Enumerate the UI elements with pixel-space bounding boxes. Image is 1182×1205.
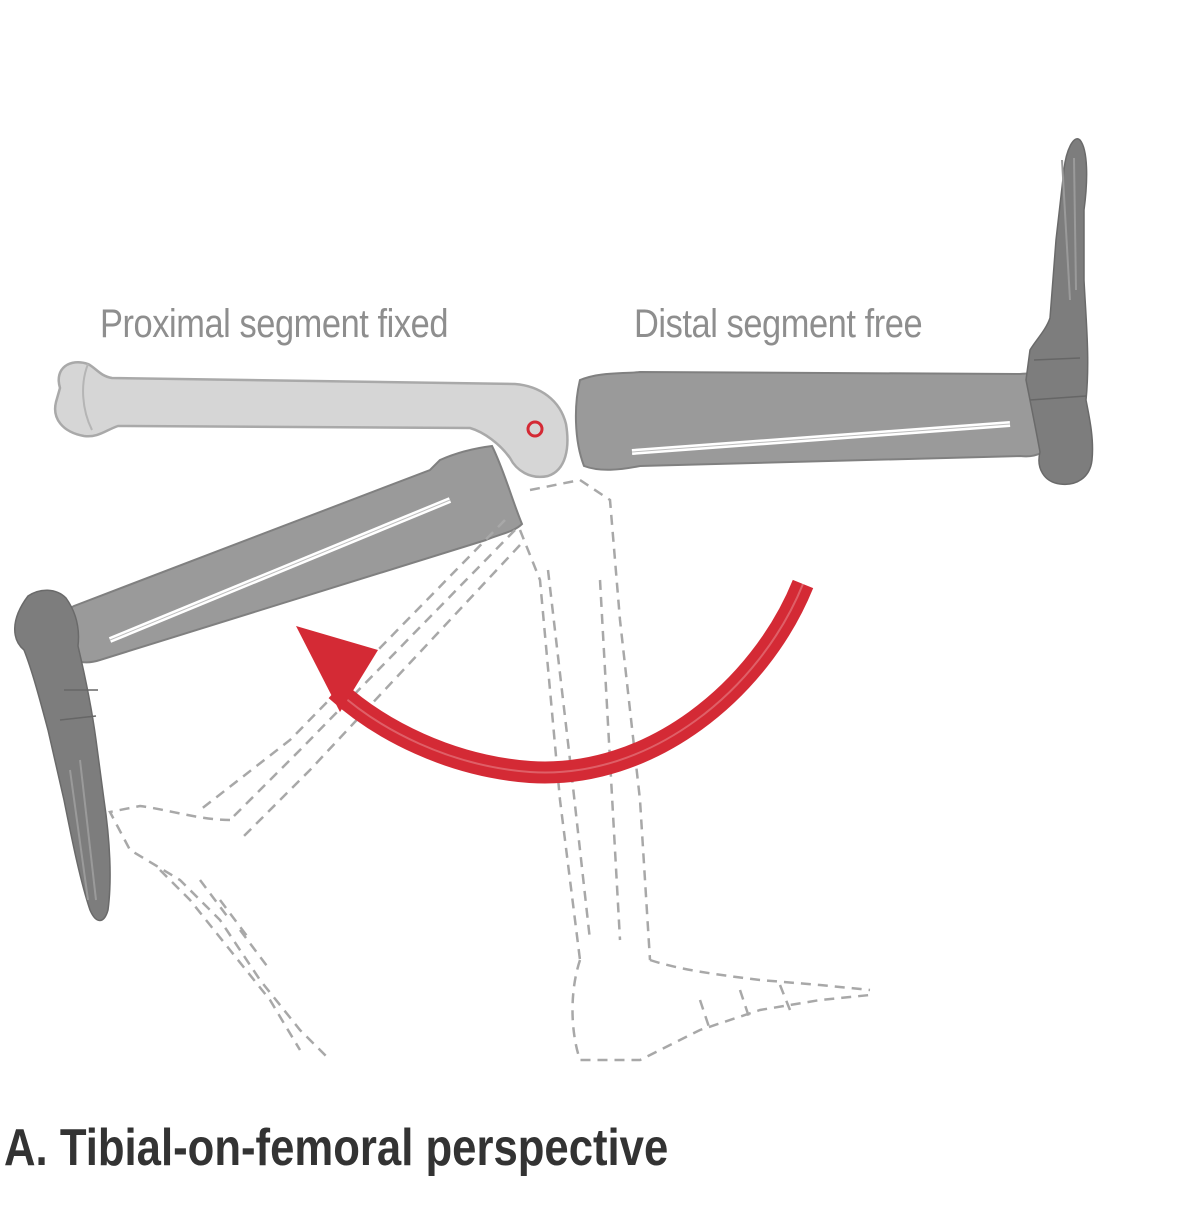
femur [53,361,569,479]
dashed-leg-right [518,478,871,1062]
tibia-extended [574,370,1054,471]
foot-extended [1025,137,1094,486]
foot-flexed [14,589,111,922]
proximal-segment-label: Proximal segment fixed [100,302,449,346]
dashed-leg-left [108,519,521,1061]
tibia-flexed [55,444,524,664]
axis-circle-icon [526,420,544,438]
distal-segment-label: Distal segment free [634,302,923,346]
figure-caption: A. Tibial-on-femoral perspective [4,1119,669,1177]
curved-arrow-icon [296,579,814,784]
